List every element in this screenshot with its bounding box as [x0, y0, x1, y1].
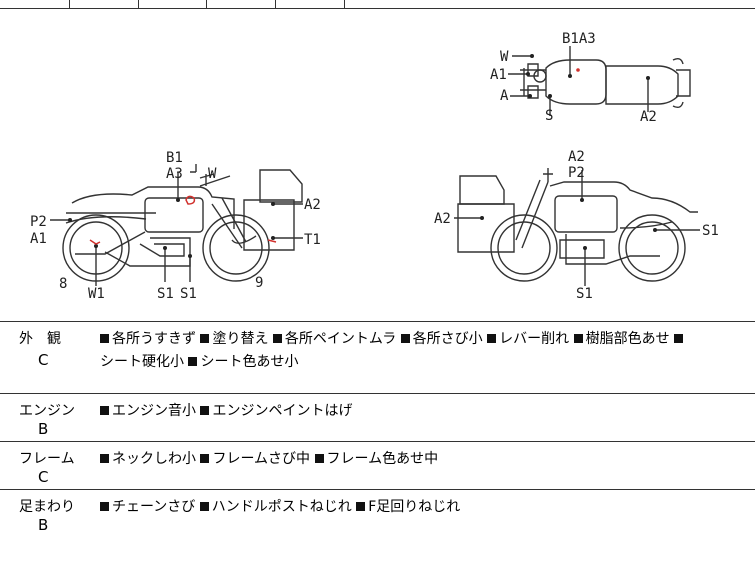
right-side-motorcycle [457, 168, 698, 282]
item: ネックしわ小 [112, 451, 196, 467]
category-label: 足まわり [19, 499, 75, 515]
item: チェーンさび [112, 499, 196, 515]
item: エンジン音小 [112, 403, 196, 419]
items-list: ネックしわ小 フレームさび中 フレーム色あせ中 [100, 448, 745, 471]
items-list: チェーンさび ハンドルポストねじれ F足回りねじれ [100, 496, 745, 519]
item: 各所ペイントムラ [284, 331, 397, 347]
row-exterior: 外 観 C 各所うすきず 塗り替え 各所ペイントムラ 各所さび小 レバー削れ 樹… [0, 322, 755, 394]
label-left-w: W [208, 166, 217, 182]
grade-label: C [38, 468, 49, 486]
label-left-p2: P2 [30, 214, 47, 230]
label-right-p2: P2 [568, 165, 585, 181]
table-cell-divider [138, 0, 139, 8]
label-right-a2-top: A2 [568, 149, 585, 165]
label-left-s1b: S1 [180, 286, 197, 302]
item: シート色あせ小 [200, 354, 299, 370]
grade-label: B [38, 420, 49, 438]
marker-dots [68, 54, 657, 258]
table-cell-divider [69, 0, 70, 8]
damage-mark-top [576, 68, 580, 72]
motorcycle-damage-diagram: W A1 A B1A3 S A2 B1 A3 W P2 A1 A2 T1 8 W… [0, 8, 755, 322]
label-top-a2: A2 [640, 109, 657, 125]
grade-label: B [38, 516, 49, 534]
category-label: エンジン [19, 403, 75, 419]
diagram-svg: W A1 A B1A3 S A2 B1 A3 W P2 A1 A2 T1 8 W… [30, 31, 719, 302]
item: 塗り替え [212, 331, 269, 347]
label-right-a2: A2 [434, 211, 451, 227]
grade-label: C [38, 351, 49, 369]
label-left-a3: A3 [166, 166, 183, 182]
left-side-motorcycle [62, 169, 303, 282]
table-cell-divider [206, 0, 207, 8]
item: フレーム色あせ中 [326, 451, 439, 467]
leader-lines [50, 46, 700, 286]
label-left-s1a: S1 [157, 286, 174, 302]
label-top-w: W [500, 49, 509, 65]
label-right-s1: S1 [702, 223, 719, 239]
item: シート硬化小 [100, 354, 184, 370]
label-left-8: 8 [59, 276, 67, 292]
row-suspension: 足まわり B チェーンさび ハンドルポストねじれ F足回りねじれ [0, 490, 755, 561]
label-top-a: A [500, 88, 509, 104]
label-left-w1: W1 [88, 286, 105, 302]
row-engine: エンジン B エンジン音小 エンジンペイントはげ [0, 394, 755, 442]
table-cell-divider [275, 0, 276, 8]
label-left-9: 9 [255, 275, 263, 291]
label-top-s: S [545, 108, 553, 124]
item: F足回りねじれ [368, 499, 461, 515]
item: 各所さび小 [412, 331, 483, 347]
items-list: 各所うすきず 塗り替え 各所ペイントムラ 各所さび小 レバー削れ 樹脂部色あせ … [100, 328, 745, 374]
item: レバー削れ [499, 331, 570, 347]
label-left-a2: A2 [304, 197, 321, 213]
items-list: エンジン音小 エンジンペイントはげ [100, 400, 745, 423]
category-label: 外 観 [19, 331, 61, 347]
row-frame: フレーム C ネックしわ小 フレームさび中 フレーム色あせ中 [0, 442, 755, 490]
label-right-s1-bottom: S1 [576, 286, 593, 302]
label-top-b1a3: B1A3 [562, 31, 596, 47]
item: ハンドルポストねじれ [211, 499, 352, 515]
item: 樹脂部色あせ [585, 331, 670, 347]
label-left-a1: A1 [30, 231, 47, 247]
top-table-strip [0, 0, 755, 9]
label-left-b1: B1 [166, 150, 183, 166]
item: フレームさび中 [212, 451, 311, 467]
label-left-t1: T1 [304, 232, 321, 248]
item: 各所うすきず [112, 331, 196, 347]
top-view-motorcycle [520, 57, 691, 109]
label-top-a1: A1 [490, 67, 507, 83]
damage-marks [89, 195, 277, 245]
table-cell-divider [344, 0, 345, 8]
category-label: フレーム [19, 451, 75, 467]
item: エンジンペイントはげ [212, 403, 353, 419]
